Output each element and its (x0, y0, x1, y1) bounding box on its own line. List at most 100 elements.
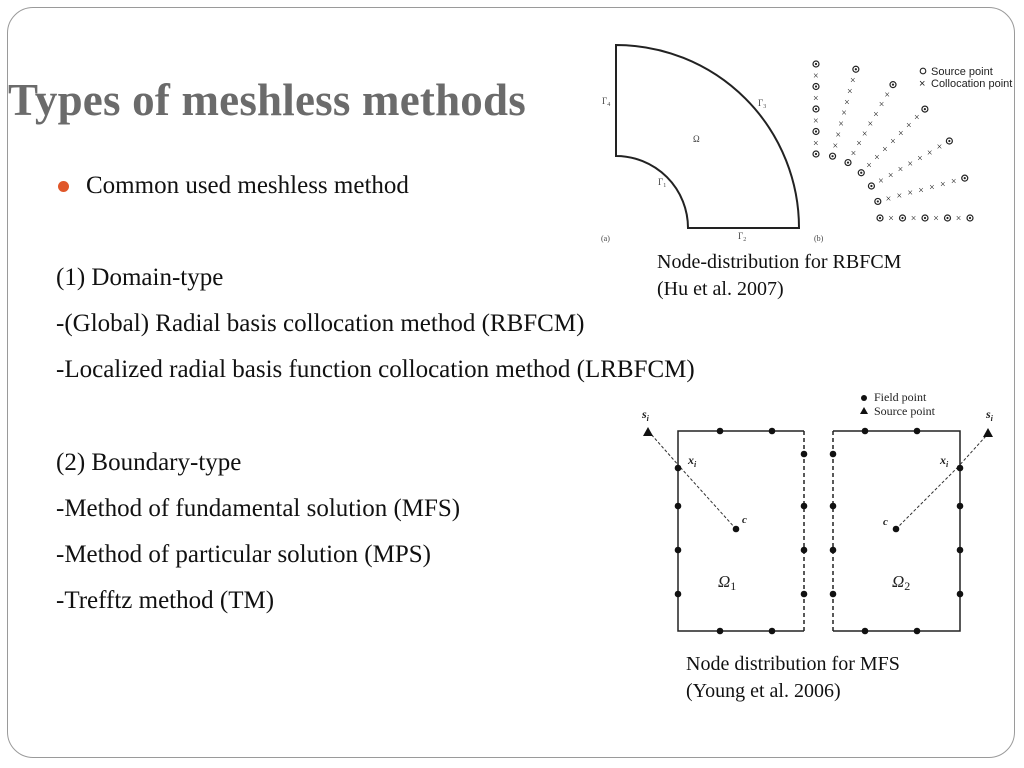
field-point-icon (674, 590, 682, 598)
source-point-icon (966, 214, 974, 222)
field-point-icon (800, 590, 808, 598)
collocation-point-icon: × (844, 97, 850, 108)
collocation-point-icon: × (813, 93, 819, 104)
slide-frame (7, 7, 1015, 758)
source-point-icon (814, 107, 818, 111)
source-point-icon (876, 200, 879, 203)
omega-label: Ω (693, 134, 700, 144)
field-point-icon (800, 450, 808, 458)
field-point-icon (956, 546, 964, 554)
collocation-point-icon: × (813, 138, 819, 149)
collocation-point-icon: × (914, 113, 920, 124)
source-point-icon (961, 174, 969, 182)
source-point-icon (831, 155, 834, 158)
collocation-point-icon: × (888, 214, 894, 225)
line-mps: -Method of particular solution (MPS) (56, 541, 431, 568)
radial-rays (649, 432, 987, 530)
collocation-point-legend-icon: × (919, 78, 925, 90)
collocation-point-icon: × (929, 182, 935, 193)
line-lrbfcm: -Localized radial basis function colloca… (56, 356, 695, 383)
center-point-left (732, 525, 740, 533)
collocation-point-icon: × (862, 129, 868, 140)
source-point-icon (814, 62, 818, 66)
legend-field-point: Field point (874, 390, 927, 404)
field-point-legend-icon (861, 395, 867, 401)
c-right-label: c (883, 516, 888, 528)
source-point-icon (921, 105, 929, 113)
collocation-point-icon: × (911, 214, 917, 225)
collocation-point-icon: × (907, 188, 913, 199)
bullet-dot-icon (58, 181, 69, 192)
collocation-point-icon: × (873, 109, 879, 120)
collocation-point-icon: × (813, 71, 819, 82)
source-point-icon (852, 65, 860, 73)
line-mfs: -Method of fundamental solution (MFS) (56, 495, 461, 522)
field-point-icon (956, 464, 964, 472)
field-point-icon (674, 464, 682, 472)
panel-a-label: (a) (601, 234, 610, 243)
collocation-point-icon: × (868, 119, 874, 130)
collocation-point-icon: × (886, 194, 892, 205)
source-point-icon (867, 182, 876, 190)
field-point-icon (861, 627, 869, 635)
field-point-icon (768, 627, 776, 635)
rbfcm-domain-diagram (615, 43, 801, 229)
collocation-point-icon: × (890, 136, 896, 147)
source-point-icon (876, 214, 884, 222)
field-point-icon (716, 627, 724, 635)
collocation-point-icon: × (884, 90, 890, 101)
field-point-icon (674, 502, 682, 510)
source-point-icon (812, 60, 820, 68)
source-point-icon (968, 216, 972, 220)
collocation-point-icon: × (940, 179, 946, 190)
omega1-domain (677, 430, 805, 632)
source-point-icon (812, 150, 820, 158)
source-point-right-icon (983, 428, 993, 437)
s-left-label: si (641, 407, 650, 423)
field-point-icon (829, 450, 837, 458)
collocation-point-icon: × (927, 148, 933, 159)
collocation-point-icon: × (878, 176, 884, 187)
collocation-point-icon: × (850, 76, 856, 87)
field-point-icon (800, 546, 808, 554)
rbfcm-figure: Ω Γ4 Γ1 Γ3 Γ2 (a) (b) ××××××××××××××××××… (601, 43, 1012, 243)
rbfcm-caption: Node-distribution for RBFCM (Hu et al. 2… (657, 249, 901, 303)
source-point-icon (814, 152, 818, 156)
collocation-point-icon: × (874, 152, 880, 163)
source-point-icon (844, 158, 852, 167)
collocation-point-icon: × (841, 108, 847, 119)
collocation-point-icon: × (898, 165, 904, 176)
line-rbfcm: -(Global) Radial basis collocation metho… (56, 310, 585, 337)
source-point-icon (874, 197, 882, 206)
collocation-point-icon: × (951, 177, 957, 188)
line-tm: -Trefftz method (TM) (56, 587, 275, 614)
source-point-icon (828, 152, 837, 160)
line-boundary-type: (2) Boundary-type (56, 449, 242, 476)
source-point-icon (860, 171, 863, 174)
source-point-icon (812, 82, 820, 91)
source-point-legend-icon (919, 67, 927, 75)
source-point-icon (812, 127, 820, 136)
field-point-icon (956, 590, 964, 598)
bullet-text: Common used meshless method (86, 172, 409, 199)
rbfcm-caption-line2: (Hu et al. 2007) (657, 278, 784, 300)
slide-title: Types of meshless methods (8, 75, 526, 125)
source-point-icon (921, 214, 929, 222)
s-right-label: si (985, 407, 994, 423)
collocation-point-icon: × (918, 185, 924, 196)
source-point-icon (854, 68, 857, 71)
source-point-left-icon (643, 427, 653, 436)
omega1-label: Ω1 (718, 572, 736, 593)
field-point-icon (800, 502, 808, 510)
source-point-icon (891, 83, 895, 86)
center-point-right (892, 525, 900, 533)
field-point-icon (768, 427, 776, 435)
collocation-point-icon: × (937, 142, 943, 153)
collocation-point-icon: × (933, 214, 939, 225)
field-point-icon (716, 427, 724, 435)
collocation-point-icon: × (882, 144, 888, 155)
source-point-legend-icon (860, 407, 868, 414)
field-point-icon (829, 502, 837, 510)
collocation-point-icon: × (851, 148, 857, 159)
collocation-point-icon: × (838, 119, 844, 130)
